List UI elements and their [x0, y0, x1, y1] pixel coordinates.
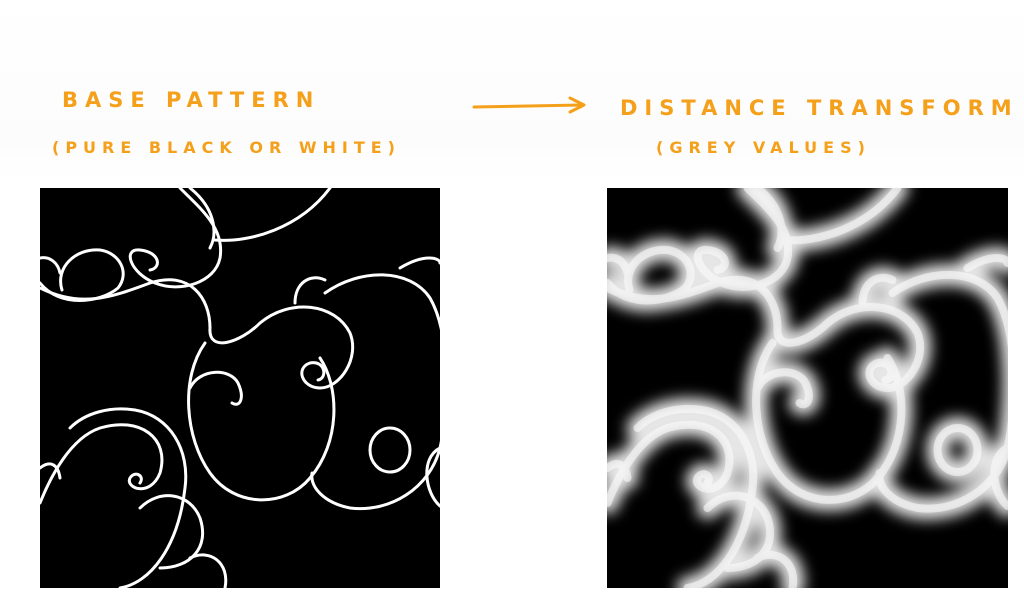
right-title: Distance transform	[620, 96, 1019, 120]
right-arrow-icon	[472, 96, 586, 114]
left-subtitle: (pure black or white)	[52, 138, 401, 157]
base-pattern-panel	[40, 188, 440, 588]
left-title: Base pattern	[62, 88, 321, 112]
distance-transform-image	[607, 188, 1008, 588]
right-subtitle: (grey values)	[656, 138, 871, 157]
distance-transform-panel	[607, 188, 1008, 588]
base-pattern-image	[40, 188, 440, 588]
